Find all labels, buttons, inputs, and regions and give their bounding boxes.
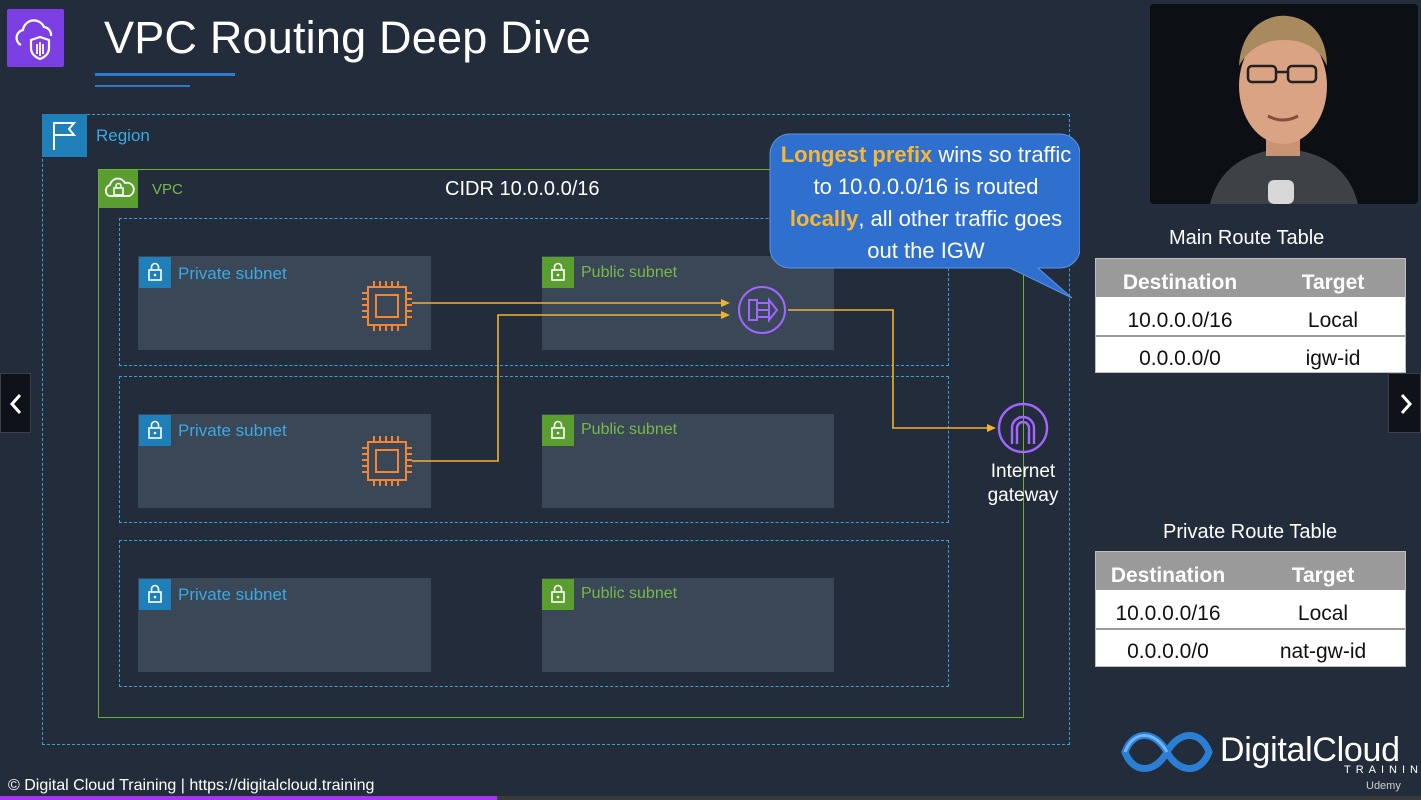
vpc-shield-cloud-icon [7,9,64,67]
chevron-left-icon [9,394,22,414]
internet-gateway-icon [997,402,1049,454]
availability-zone-3 [119,540,949,687]
lock-icon [139,257,171,288]
table-cell-destination: 0.0.0.0/0 [1127,640,1209,663]
video-progress-bar[interactable] [0,796,1421,800]
title-underline-secondary [95,85,190,87]
public-subnet-3 [542,578,834,672]
ec2-instance-icon [362,281,412,331]
callout-highlight-longest-prefix: Longest prefix [780,142,933,167]
column-header-destination: Destination [1122,271,1238,294]
table-cell-target: Local [1307,309,1359,332]
vpc-cloud-lock-icon [99,170,138,208]
lock-icon [542,257,574,288]
slide-title: VPC Routing Deep Dive [104,12,591,63]
main-route-table-title: Main Route Table [1169,227,1325,249]
lock-icon [542,579,574,610]
digitalcloud-logo-icon [1117,726,1217,781]
table-cell-target: igw-id [1305,347,1361,370]
region-flag-icon [42,114,87,157]
table-cell-target: nat-gw-id [1279,640,1367,663]
internet-gateway-label: Internet gateway [974,460,1072,508]
private-subnet-label: Private subnet [178,585,287,604]
brand-logo-text: DigitalCloud [1220,731,1400,769]
brand-logo-subtext: TRAINING [1344,764,1421,776]
table-row-divider [1096,628,1405,630]
title-underline [95,73,235,76]
private-subnet-label: Private subnet [178,264,287,283]
table-row-divider [1096,335,1405,337]
callout-highlight-locally: locally [789,206,859,231]
private-route-table-title: Private Route Table [1163,521,1338,543]
availability-zone-1 [119,218,949,366]
private-route-table: Destination Target 10.0.0.0/16 Local 0.0… [1095,551,1406,667]
vpc-cidr-label: CIDR 10.0.0.0/16 [445,178,600,200]
public-subnet-label: Public subnet [581,421,678,438]
table-cell-destination: 0.0.0.0/0 [1139,347,1221,370]
chevron-right-icon [1400,394,1413,414]
private-subnet-2 [138,414,431,508]
private-subnet-label: Private subnet [178,421,287,440]
udemy-watermark: Udemy [1366,780,1401,792]
copyright-footer: © Digital Cloud Training | https://digit… [8,777,375,794]
next-slide-button[interactable] [1388,373,1421,433]
igw-label-line1: Internet [990,461,1056,482]
ec2-instance-icon [362,436,412,486]
column-header-target: Target [1301,271,1365,294]
private-subnet-1 [138,256,431,350]
video-progress-fill [0,796,498,800]
column-header-target: Target [1291,564,1355,587]
main-route-table: Destination Target 10.0.0.0/16 Local 0.0… [1095,258,1406,373]
table-header-row [1096,259,1405,297]
availability-zone-2 [119,376,949,523]
private-subnet-3 [138,578,431,672]
instructor-webcam [1150,4,1418,204]
callout-text: Longest prefix wins so traffic to 10.0.0… [780,139,1072,267]
vpc-boundary [98,169,1024,718]
nat-gateway-icon [738,286,786,334]
callout-text-part: wins so traffic to 10.0.0.0/16 is routed [813,142,1072,199]
callout-bubble [769,133,1080,299]
column-header-destination: Destination [1110,564,1226,587]
table-cell-destination: 10.0.0.0/16 [1115,602,1221,625]
table-cell-target: Local [1297,602,1349,625]
table-header-row [1096,552,1405,590]
traffic-arrows [412,299,996,462]
previous-slide-button[interactable] [0,373,31,433]
region-label: Region [96,126,150,145]
lock-icon [542,415,574,446]
public-subnet-label: Public subnet [581,585,678,602]
region-boundary [42,114,1070,745]
public-subnet-2 [542,414,834,508]
igw-label-line2: gateway [987,485,1059,506]
table-cell-destination: 10.0.0.0/16 [1127,309,1233,332]
public-subnet-label: Public subnet [581,264,678,281]
callout-text-part: , all other traffic goes out the IGW [858,206,1063,263]
lock-icon [139,415,171,446]
vpc-label: VPC [152,181,183,198]
lock-icon [139,579,171,610]
